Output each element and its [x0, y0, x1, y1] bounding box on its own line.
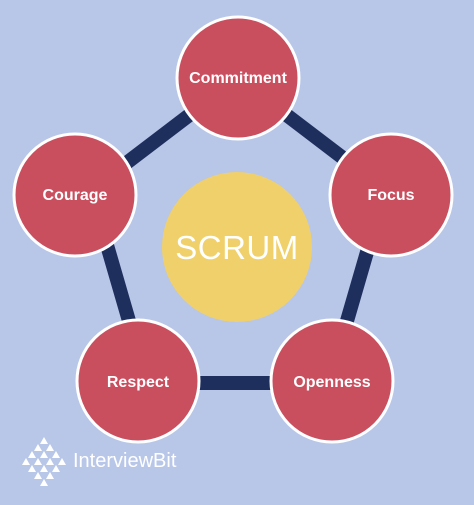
value-node-openness: Openness: [269, 318, 395, 444]
value-node-commitment: Commitment: [175, 15, 301, 141]
value-node-focus: Focus: [328, 132, 454, 258]
value-circle: [75, 318, 201, 444]
value-circle: [269, 318, 395, 444]
center-circle: [162, 172, 312, 322]
value-label: Focus: [367, 187, 414, 204]
center-label: SCRUM: [175, 229, 299, 266]
value-label: Openness: [293, 374, 370, 391]
center-node: SCRUM: [162, 172, 312, 322]
interviewbit-logo-icon: [22, 437, 66, 486]
value-circle: [328, 132, 454, 258]
brand-name: InterviewBit: [73, 450, 177, 472]
value-circle: [12, 132, 138, 258]
value-node-respect: Respect: [75, 318, 201, 444]
value-circle: [175, 15, 301, 141]
value-label: Commitment: [189, 70, 287, 87]
value-label: Courage: [43, 187, 108, 204]
value-label: Respect: [107, 374, 170, 391]
value-node-courage: Courage: [12, 132, 138, 258]
